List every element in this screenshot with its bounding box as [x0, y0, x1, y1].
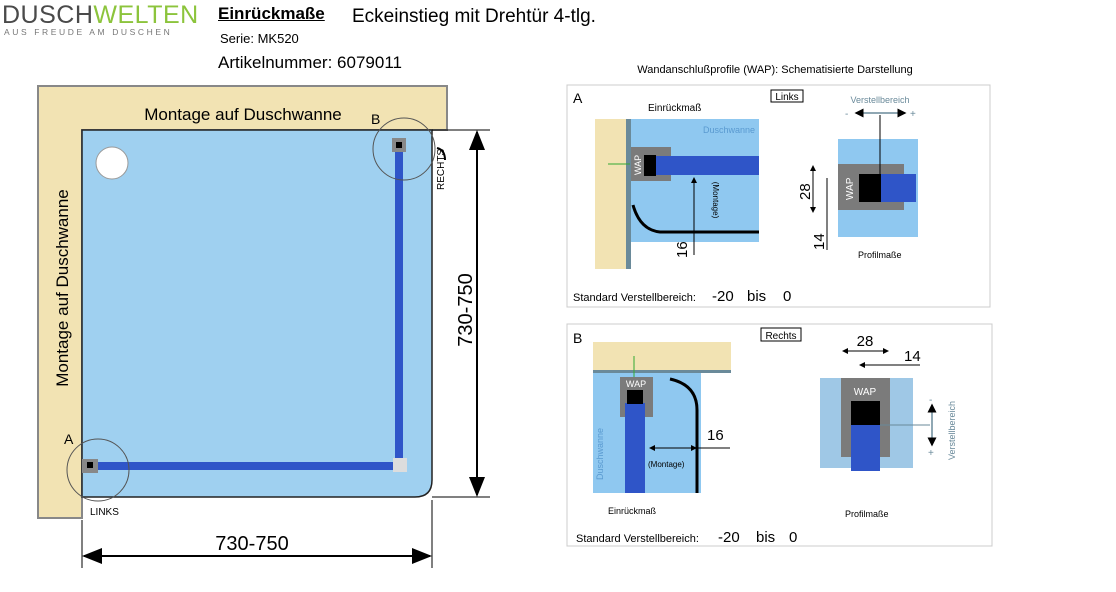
article-label: Artikelnummer:	[218, 53, 333, 72]
panel-b-profil: Profilmaße	[845, 509, 889, 519]
logo-part1: DUSCH	[2, 1, 94, 29]
logo-part2: WELTEN	[93, 1, 199, 29]
panel-b-verstell: Verstellbereich	[947, 401, 957, 460]
corner-post	[393, 458, 407, 472]
links-label: LINKS	[90, 507, 119, 518]
panel-a-wap-profile: WAP	[845, 177, 856, 200]
panel-a-std-label: Standard Verstellbereich:	[573, 292, 696, 304]
panels-heading: Wandanschlußprofile (WAP): Schematisiert…	[637, 64, 913, 76]
panel-a-letter: A	[573, 90, 583, 106]
shower-tray	[81, 129, 433, 498]
panel-b-dim28: 28	[857, 333, 874, 350]
panel-a-bis: bis	[747, 288, 766, 305]
serie-label: Serie:	[220, 31, 254, 46]
panel-b-std-label: Standard Verstellbereich:	[576, 533, 699, 545]
profile-right	[395, 140, 403, 470]
panel-b-from: -20	[718, 529, 740, 546]
drain-icon	[95, 146, 129, 180]
panel-a-verstell: Verstellbereich	[850, 95, 909, 105]
detail-circle-b	[372, 117, 436, 181]
corner-b-label: B	[371, 111, 380, 127]
floor-plan: Montage auf Duschwanne Montage auf Dusch…	[37, 85, 490, 568]
logo: DUSCHWELTEN	[2, 2, 199, 28]
profile-bottom	[88, 462, 400, 470]
panel-a-dim28: 28	[797, 183, 814, 200]
panel-a-einrueck: Einrückmaß	[648, 103, 701, 114]
panel-a: A Links Einrückmaß Duschwanne WAP (Monta…	[566, 84, 991, 308]
panel-a-plus: +	[910, 109, 916, 120]
panel-a-minus: -	[845, 109, 848, 120]
panel-b-to: 0	[789, 529, 797, 546]
panel-b-tray: Duschwanne	[595, 428, 605, 480]
dim-vertical: 730-750	[455, 273, 477, 346]
top-wall-label: Montage auf Duschwanne	[144, 105, 342, 124]
serie: Serie: MK520	[220, 31, 299, 46]
panel-b-letter: B	[573, 330, 582, 346]
serie-value: MK520	[257, 31, 299, 46]
panel-a-to: 0	[783, 288, 791, 305]
article-number: Artikelnummer: 6079011	[218, 53, 402, 73]
logo-tagline: AUS FREUDE AM DUSCHEN	[4, 27, 173, 37]
panel-b-wap: WAP	[626, 379, 646, 389]
panel-a-from: -20	[712, 288, 734, 305]
panel-a-profil: Profilmaße	[858, 250, 902, 260]
panel-a-wap: WAP	[633, 155, 643, 175]
panel-b-dim16: 16	[707, 427, 724, 444]
page-subtitle: Eckeinstieg mit Drehtür 4-tlg.	[352, 6, 596, 27]
panel-b-wap-profile: WAP	[854, 387, 877, 398]
corner-a-label: A	[64, 431, 74, 447]
rechts-label: RECHTS	[436, 149, 447, 190]
panel-a-dim14: 14	[811, 233, 828, 250]
panel-b-plus: +	[928, 448, 934, 459]
dim-horizontal: 730-750	[215, 533, 288, 555]
panel-b-dim14: 14	[904, 348, 921, 365]
panel-a-side: Links	[775, 92, 798, 103]
article-value: 6079011	[337, 53, 402, 72]
panel-b-side: Rechts	[765, 331, 796, 342]
left-wall-label: Montage auf Duschwanne	[53, 189, 72, 387]
detail-circle-a	[66, 438, 130, 502]
panel-a-tray: Duschwanne	[703, 125, 755, 135]
panel-a-dim16: 16	[674, 241, 691, 258]
panel-b-montage: (Montage)	[648, 460, 685, 469]
panel-b: B Rechts Duschwanne WAP 16 (Montage) Ein…	[566, 323, 993, 547]
panel-b-minus: -	[929, 395, 932, 406]
page-title: Einrückmaße	[218, 4, 325, 23]
panel-a-montage: (Montage)	[711, 182, 720, 219]
panel-b-einrueck: Einrückmaß	[608, 506, 657, 516]
panel-b-bis: bis	[756, 529, 775, 546]
